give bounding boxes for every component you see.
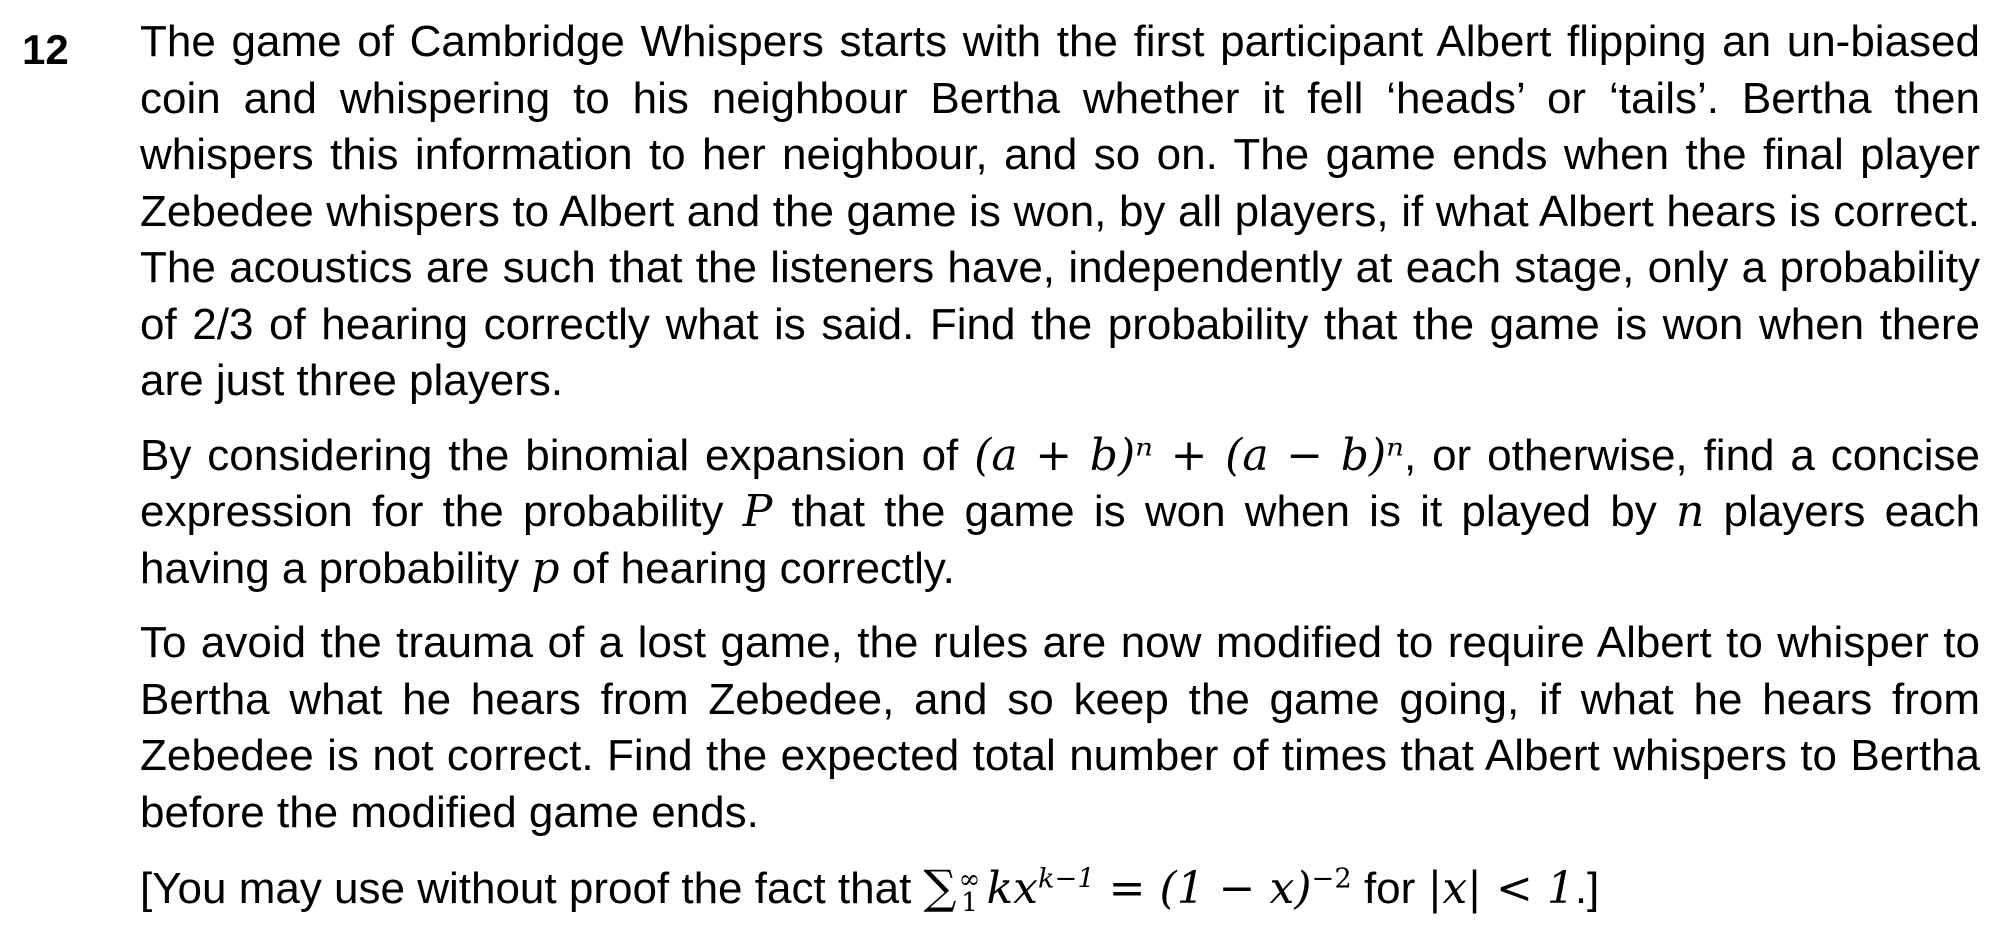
var-P: P <box>742 486 773 537</box>
var-p: p <box>531 542 560 594</box>
sum-sign: ∑ <box>923 860 957 914</box>
p2-text-1: By considering the binomial expansion of <box>140 430 975 480</box>
paragraph-4: [You may use without proof the fact that… <box>140 859 1980 918</box>
condition: |x| < 1 <box>1427 863 1575 914</box>
sum-upper-limit: ∞ <box>958 863 981 895</box>
p2-text-4: players each having a probability <box>140 487 1981 593</box>
question-body: The game of Cambridge Whispers starts wi… <box>140 14 1980 936</box>
p2-text-2: , or otherwise, find a concise expressio… <box>140 430 1980 537</box>
sum-lower-limit: 1 <box>961 887 978 919</box>
binomial-expression: (a + b)ⁿ + (a − b)ⁿ <box>974 429 1404 481</box>
p4-text-3: .] <box>1574 864 1600 913</box>
sum-result: = (1 − x) <box>1094 863 1312 914</box>
p2-text-3: that the game is won when is it played b… <box>772 487 1676 536</box>
p4-text-2: for <box>1351 864 1428 913</box>
sum-limits: ∞1 <box>958 863 981 919</box>
question-number: 12 <box>22 26 69 73</box>
p2-text-5: of hearing correctly. <box>559 543 955 593</box>
paragraph-1: The game of Cambridge Whispers starts wi… <box>140 17 1980 405</box>
p4-text-1: [You may use without proof the fact that <box>140 864 924 913</box>
summand: kx <box>986 863 1038 914</box>
summand-exponent: k−1 <box>1037 863 1095 895</box>
paragraph-3: To avoid the trauma of a lost game, the … <box>140 618 1980 837</box>
paragraph-2: By considering the binomial expansion of… <box>140 428 1980 598</box>
result-exponent: −2 <box>1311 863 1352 895</box>
var-n: n <box>1675 486 1705 537</box>
